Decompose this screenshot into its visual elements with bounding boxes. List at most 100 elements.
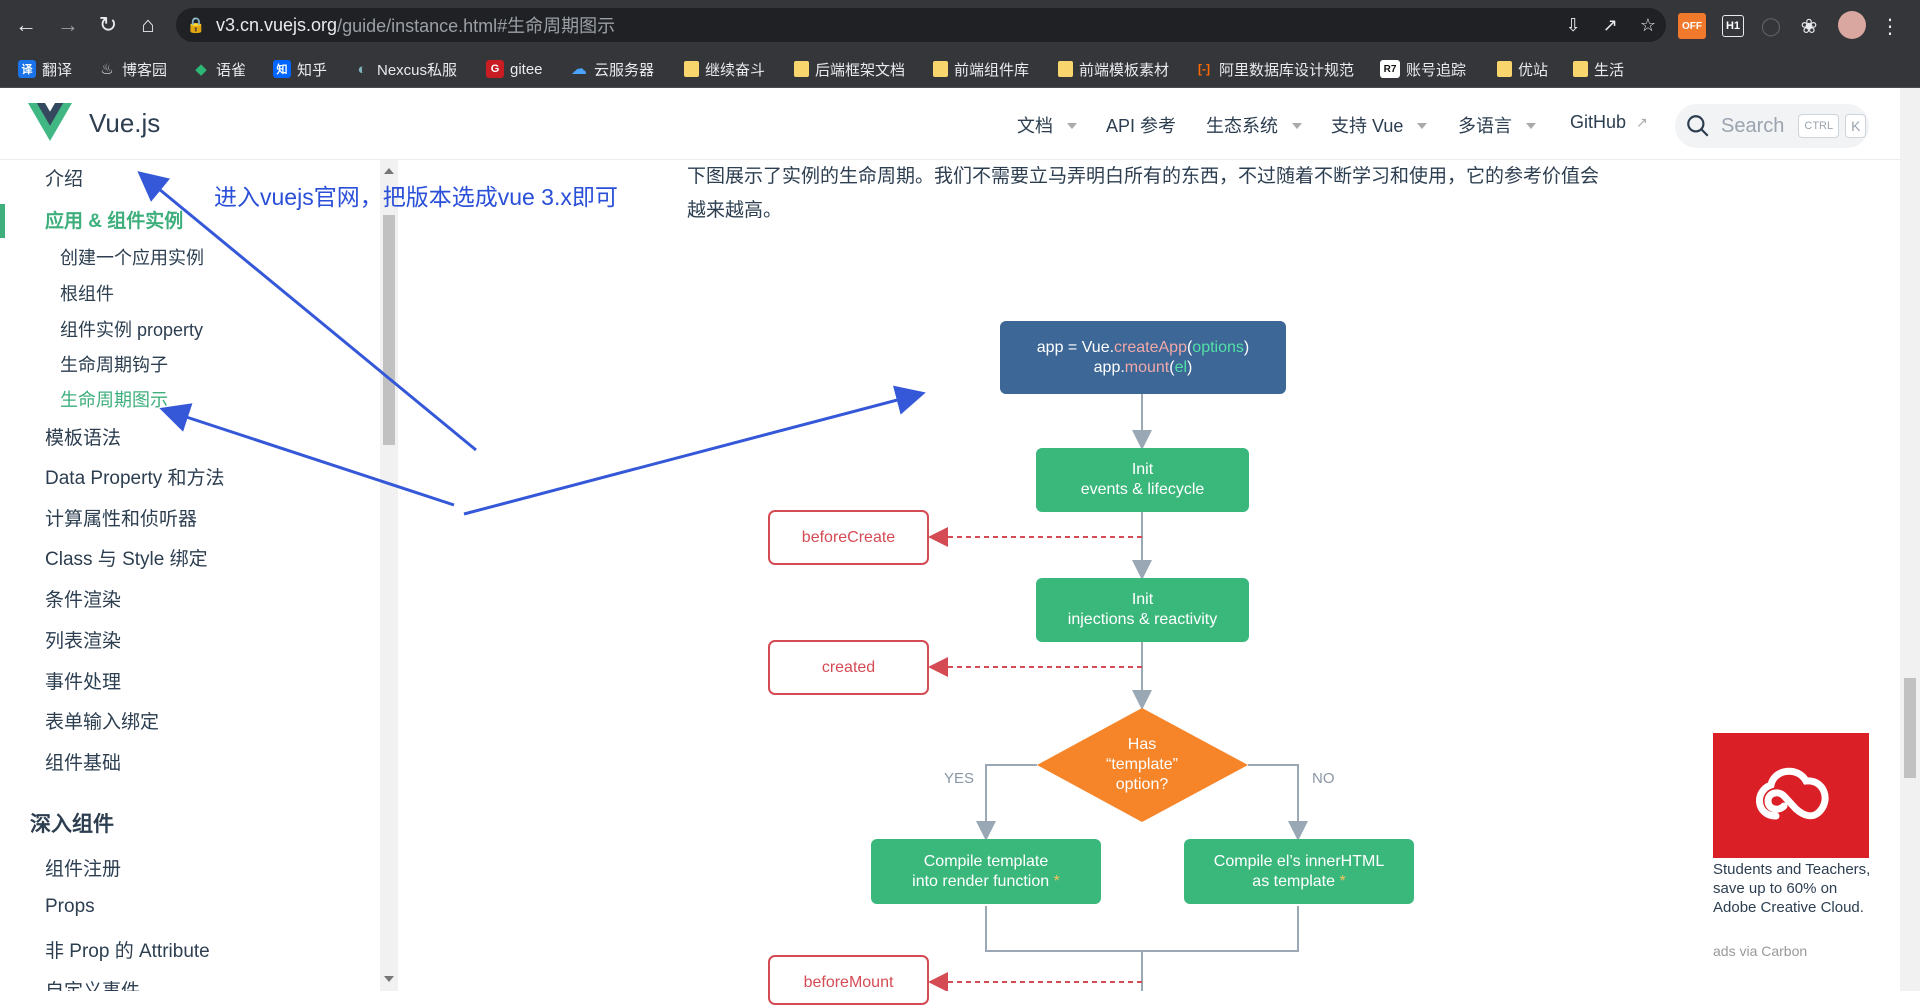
browser-toolbar: ← → ↻ ⌂ 🔒 v3.cn.vuejs.org /guide/instanc… [0, 0, 1920, 50]
sidebar-item[interactable]: Props [45, 896, 95, 917]
create-app-line-2: app.mount(el) [1094, 358, 1193, 378]
bookmark-13[interactable]: 优站 [1497, 58, 1548, 80]
sidebar-subitem[interactable]: 创建一个应用实例 [60, 248, 204, 268]
box-line: events & lifecycle [1080, 481, 1205, 498]
bookmark-label: 云服务器 [594, 61, 655, 79]
vue-logo-icon[interactable] [28, 102, 72, 142]
box-line: Compile el’s innerHTML [1213, 852, 1385, 870]
bookmark-1[interactable]: ♨博客园 [98, 58, 167, 80]
nav-label: GitHub [1570, 112, 1627, 132]
bookmark-6[interactable]: ☁ 云服务器 [570, 58, 654, 80]
box-line: into render function * [912, 872, 1060, 892]
nav-languages[interactable]: 多语言 [1458, 112, 1536, 138]
hook-before-create: beforeCreate [768, 510, 929, 565]
sidebar-subitem[interactable]: 组件实例 property [60, 320, 204, 340]
sidebar-item[interactable]: Data Property 和方法 [45, 468, 225, 489]
bookmark-9[interactable]: 前端组件库 [933, 58, 1029, 80]
code-text: ( [1169, 358, 1175, 376]
menu-kebab-icon[interactable]: ⋮ [1880, 15, 1900, 38]
profile-avatar[interactable] [1838, 11, 1866, 39]
sidebar-item[interactable]: 计算属性和侦听器 [45, 509, 198, 530]
sidebar-item[interactable]: 组件注册 [45, 859, 122, 880]
kbd-ctrl: CTRL [1798, 114, 1840, 138]
nav-support[interactable]: 支持 Vue [1331, 112, 1428, 138]
ext-h1-icon[interactable]: H1 [1722, 15, 1744, 37]
extensions-puzzle-icon[interactable]: ❀ [1800, 15, 1818, 38]
bookmark-label: 后端框架文档 [815, 61, 906, 79]
nav-ecosystem[interactable]: 生态系统 [1206, 112, 1302, 138]
active-group-marker [0, 204, 5, 238]
nav-docs[interactable]: 文档 [1017, 112, 1077, 138]
sidebar-item[interactable]: 非 Prop 的 Attribute [45, 941, 210, 962]
bookmark-label: 翻译 [42, 61, 73, 79]
init-events-box: Init events & lifecycle [1036, 448, 1249, 512]
nav-github[interactable]: GitHub ↗ [1570, 112, 1648, 133]
page-scrollbar[interactable] [1900, 88, 1920, 991]
gitee-icon: G [486, 60, 504, 78]
bookmark-star-icon[interactable]: ☆ [1639, 14, 1656, 35]
code-text: app. [1093, 358, 1125, 376]
sidebar-item[interactable]: 列表渲染 [45, 631, 122, 652]
yes-label: YES [944, 770, 975, 787]
sidebar-scrollbar[interactable] [380, 160, 398, 991]
scroll-up-icon[interactable] [384, 168, 394, 174]
hook-created: created [768, 640, 929, 695]
folder-icon [933, 61, 948, 77]
scroll-down-icon[interactable] [384, 976, 394, 982]
sidebar-item[interactable]: 组件基础 [45, 753, 122, 774]
lock-icon: 🔒 [186, 17, 206, 34]
back-icon[interactable]: ← [15, 12, 37, 37]
ad-image[interactable] [1713, 733, 1869, 858]
search-placeholder: Search [1721, 114, 1785, 137]
search-icon [1687, 115, 1709, 137]
bookmark-14[interactable]: 生活 [1573, 58, 1624, 80]
asterisk: * [1053, 872, 1060, 890]
sidebar-item[interactable]: Class 与 Style 绑定 [45, 549, 208, 570]
search-button[interactable]: Search CTRL K [1675, 104, 1869, 148]
address-bar[interactable]: 🔒 v3.cn.vuejs.org /guide/instance.html#生… [176, 8, 1666, 42]
folder-icon [684, 61, 699, 77]
home-icon[interactable]: ⌂ [141, 12, 155, 37]
brand-title[interactable]: Vue.js [89, 108, 161, 138]
bookmark-11[interactable]: [-]阿里数据库设计规范 [1195, 58, 1354, 80]
translate-icon: 译 [18, 60, 36, 78]
chevron-down-icon [1526, 123, 1536, 129]
forward-icon[interactable]: → [57, 12, 79, 37]
reload-icon[interactable]: ↻ [98, 12, 118, 37]
sidebar-scroll-thumb[interactable] [383, 215, 395, 445]
code-text: ( [1186, 338, 1193, 356]
bookmark-label: 优站 [1518, 61, 1549, 79]
sidebar-item[interactable]: 模板语法 [45, 428, 122, 449]
ext-off-icon[interactable]: OFF [1678, 13, 1706, 39]
sidebar-item[interactable]: 表单输入绑定 [45, 712, 160, 733]
ad-via[interactable]: ads via Carbon [1713, 943, 1808, 959]
sidebar-item[interactable]: 事件处理 [45, 672, 122, 693]
sidebar-item[interactable]: 自定义事件 [45, 976, 140, 991]
bookmark-7[interactable]: 继续奋斗 [684, 58, 765, 80]
ext-grey-icon[interactable]: ◯ [1760, 15, 1782, 36]
cloud-icon: ☁ [571, 61, 587, 78]
bookmark-0[interactable]: 译翻译 [18, 58, 72, 80]
nav-api[interactable]: API 参考 [1106, 112, 1176, 138]
page-scroll-thumb[interactable] [1904, 678, 1916, 778]
sidebar-item[interactable]: 条件渲染 [45, 590, 122, 611]
sidebar-subitem-active[interactable]: 生命周期图示 [60, 390, 168, 410]
bookmark-8[interactable]: 后端框架文档 [794, 58, 905, 80]
bookmark-4[interactable]: ◐Nexcus私服 [353, 58, 457, 80]
bookmark-2[interactable]: ◆语雀 [192, 58, 246, 80]
sidebar-group-application[interactable]: 应用 & 组件实例 [45, 211, 184, 232]
sidebar-subitem[interactable]: 生命周期钩子 [60, 355, 168, 375]
external-link-icon: ↗ [1636, 114, 1648, 130]
share-icon[interactable]: ↗ [1602, 14, 1618, 35]
sidebar-section-heading[interactable]: 深入组件 [30, 813, 114, 836]
bookmark-10[interactable]: 前端模板素材 [1058, 58, 1169, 80]
sidebar-item-intro[interactable]: 介绍 [45, 169, 84, 190]
create-app-line-1: app = Vue.createApp(options) [1037, 338, 1249, 358]
bookmark-3[interactable]: 知知乎 [273, 58, 327, 80]
code-fn: mount [1124, 358, 1170, 376]
ad-text[interactable]: Students and Teachers, save up to 60% on… [1713, 861, 1871, 916]
install-icon[interactable]: ⇩ [1565, 14, 1581, 35]
sidebar-subitem[interactable]: 根组件 [60, 284, 114, 304]
